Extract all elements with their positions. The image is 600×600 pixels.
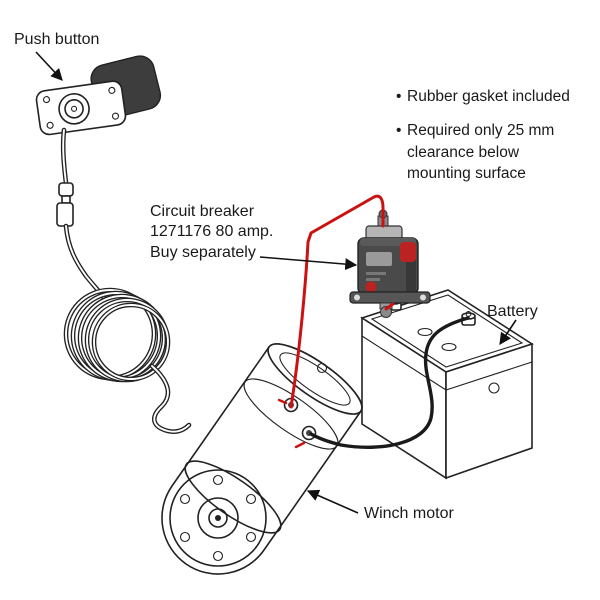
push-button-arrow: [35, 51, 63, 81]
note-item: • Rubber gasket included: [396, 86, 572, 107]
notes-list: • Rubber gasket included • Required only…: [396, 86, 572, 198]
note-text: Rubber gasket included: [407, 88, 570, 105]
winch-motor-label: Winch motor: [364, 505, 454, 522]
circuit-breaker-illustration: [349, 209, 431, 318]
note-bullet: •: [396, 88, 402, 105]
battery-arrow: [499, 319, 517, 345]
circuit-breaker-label: Circuit breaker 1271176 80 amp. Buy sepa…: [150, 203, 274, 261]
negative-wire: [309, 316, 470, 449]
winch-motor-arrow: [306, 489, 359, 514]
positive-wire: [289, 194, 385, 409]
note-item: • Required only 25 mm clearance below mo…: [396, 120, 572, 184]
breaker-reset-lever: [400, 242, 416, 262]
push-button-illustration: [35, 55, 162, 136]
note-text: Required only 25 mm clearance below moun…: [407, 122, 555, 183]
cable-coil: [63, 287, 192, 434]
battery-illustration: [360, 289, 534, 480]
note-bullet: •: [396, 122, 402, 140]
positive-wire-breaker-to-battery: [384, 302, 395, 311]
winch-motor-illustration: [161, 343, 363, 575]
battery-label: Battery: [487, 303, 538, 320]
push-button-cable: [56, 127, 107, 301]
push-button-label: Push button: [14, 31, 100, 48]
circuit-breaker-arrow: [259, 256, 358, 271]
